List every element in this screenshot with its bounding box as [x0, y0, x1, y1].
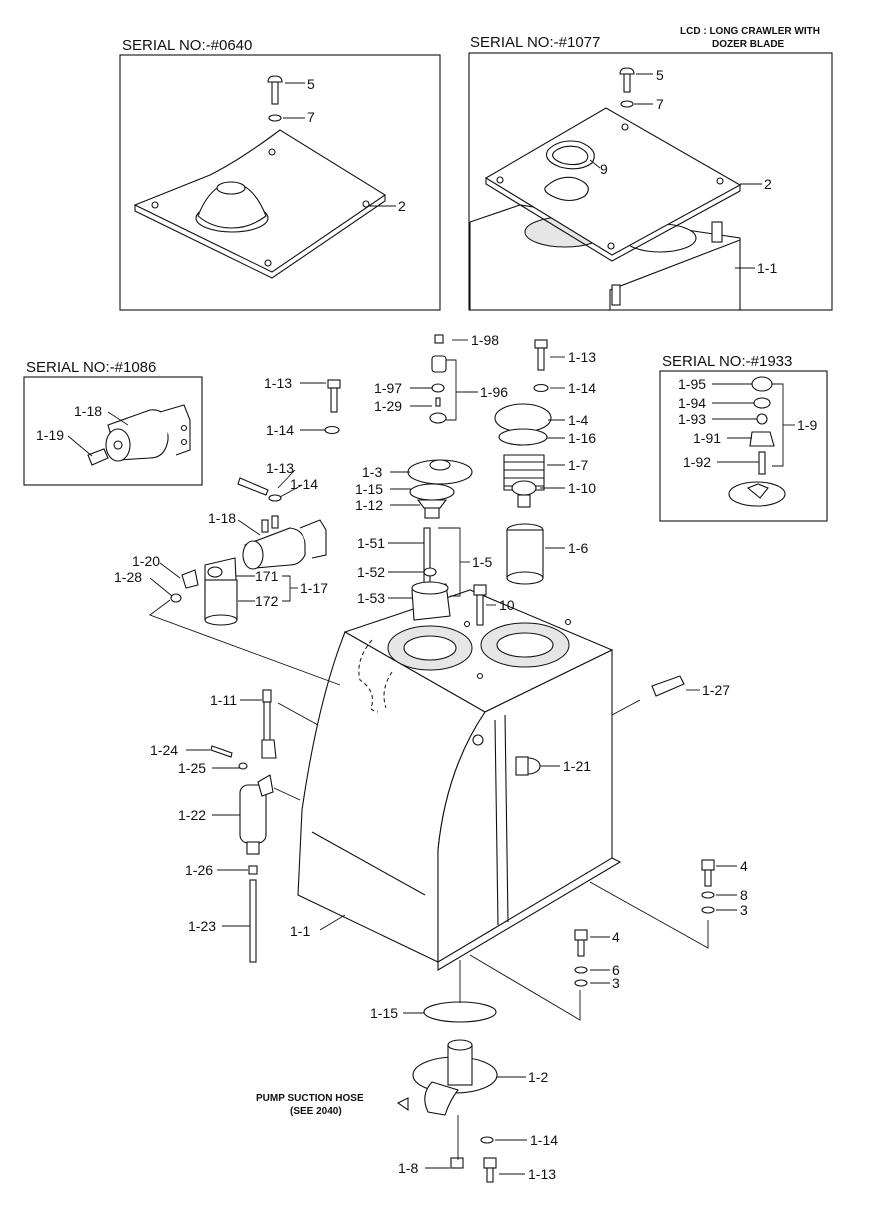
label-5-a: 5 — [307, 76, 315, 92]
label-6: 6 — [612, 962, 620, 978]
label-1-13-b: 1-13 — [568, 349, 596, 365]
label-1-13-d: 1-13 — [528, 1166, 556, 1182]
label-2-a: 2 — [398, 198, 406, 214]
label-1-95: 1-95 — [678, 376, 706, 392]
panel-frame-1933 — [659, 370, 828, 522]
label-1-6: 1-6 — [568, 540, 588, 556]
return-filter-assembly — [473, 339, 552, 626]
panel-frame-1086 — [23, 376, 203, 486]
panel-frame-1077 — [468, 52, 833, 311]
hydraulic-tank — [297, 589, 622, 971]
label-3-a: 3 — [740, 902, 748, 918]
label-1-25: 1-25 — [178, 760, 206, 776]
label-1-2: 1-2 — [528, 1069, 548, 1085]
label-1-14-b: 1-14 — [568, 380, 596, 396]
label-1-24: 1-24 — [150, 742, 178, 758]
label-1-12: 1-12 — [355, 497, 383, 513]
label-1-27: 1-27 — [702, 682, 730, 698]
side-accessories — [170, 477, 327, 963]
panel-title-0640: SERIAL NO:-#0640 — [122, 37, 252, 54]
panel-serial-1933: SERIAL NO:-#1933 — [659, 353, 828, 522]
panel-serial-0640: SERIAL NO:-#0640 — [119, 37, 441, 311]
label-172: 172 — [255, 593, 279, 609]
label-4-a: 4 — [740, 858, 748, 874]
panel-serial-1086: SERIAL NO:-#1086 — [23, 359, 203, 486]
cover-plate — [133, 129, 387, 273]
label-1-11: 1-11 — [210, 692, 237, 708]
label-8: 8 — [740, 887, 748, 903]
right-parts — [515, 675, 715, 987]
label-1-93: 1-93 — [678, 411, 706, 427]
note-line-1: LCD : LONG CRAWLER WITH — [680, 26, 820, 37]
label-1-26: 1-26 — [185, 862, 213, 878]
label-1-28: 1-28 — [114, 569, 142, 585]
label-1-18-a: 1-18 — [74, 403, 102, 419]
label-1-14-d: 1-14 — [530, 1132, 558, 1148]
label-1-21: 1-21 — [563, 758, 591, 774]
label-1-29: 1-29 — [374, 398, 402, 414]
label-5-b: 5 — [656, 67, 664, 83]
label-7-b: 7 — [656, 96, 664, 112]
suction-assembly — [396, 1001, 498, 1183]
part-number-labels: 5 7 2 5 7 9 2 1-1 1-18 1-19 1-95 1-94 1-… — [36, 67, 817, 1182]
label-1-14-c: 1-14 — [290, 476, 318, 492]
label-1-14-a: 1-14 — [266, 422, 294, 438]
panel-title-1077: SERIAL NO:-#1077 — [470, 34, 600, 51]
leader-lines — [149, 339, 737, 1175]
label-1-53: 1-53 — [357, 590, 385, 606]
label-1-3: 1-3 — [362, 464, 382, 480]
strainer-assembly — [324, 334, 473, 621]
panel-title-1933: SERIAL NO:-#1933 — [662, 353, 792, 370]
label-1-94: 1-94 — [678, 395, 706, 411]
label-1-23: 1-23 — [188, 918, 216, 934]
label-1-15-b: 1-15 — [370, 1005, 398, 1021]
label-1-9: 1-9 — [797, 417, 817, 433]
label-9: 9 — [600, 161, 608, 177]
label-1-5: 1-5 — [472, 554, 492, 570]
label-3-b: 3 — [612, 975, 620, 991]
label-1-19: 1-19 — [36, 427, 64, 443]
label-1-96: 1-96 — [480, 384, 508, 400]
label-1-91: 1-91 — [693, 430, 721, 446]
label-1-16: 1-16 — [568, 430, 596, 446]
label-4-b: 4 — [612, 929, 620, 945]
label-2-b: 2 — [764, 176, 772, 192]
label-1-97: 1-97 — [374, 380, 402, 396]
label-1-7: 1-7 — [568, 457, 588, 473]
label-1-17: 1-17 — [300, 580, 328, 596]
label-1-52: 1-52 — [357, 564, 385, 580]
callout-line-1: PUMP SUCTION HOSE — [256, 1093, 364, 1104]
label-1-51: 1-51 — [357, 535, 385, 551]
label-1-20: 1-20 — [132, 553, 160, 569]
panel-frame-0640 — [119, 54, 441, 311]
label-10: 10 — [499, 597, 515, 613]
cover-plate-1077 — [484, 107, 742, 256]
panel-title-1086: SERIAL NO:-#1086 — [26, 359, 156, 376]
label-1-92: 1-92 — [683, 454, 711, 470]
label-1-22: 1-22 — [178, 807, 206, 823]
label-1-18-b: 1-18 — [208, 510, 236, 526]
label-1-10: 1-10 — [568, 480, 596, 496]
note-line-2: DOZER BLADE — [712, 39, 785, 50]
callout-line-2: (SEE 2040) — [290, 1106, 342, 1117]
label-1-13-c: 1-13 — [266, 460, 294, 476]
label-171: 171 — [255, 568, 279, 584]
label-1-13-a: 1-13 — [264, 375, 292, 391]
label-1-4: 1-4 — [568, 412, 588, 428]
label-1-1-a: 1-1 — [757, 260, 777, 276]
label-7-a: 7 — [307, 109, 315, 125]
label-1-98: 1-98 — [471, 332, 499, 348]
label-1-15-a: 1-15 — [355, 481, 383, 497]
panel-serial-1077: SERIAL NO:-#1077 — [468, 34, 833, 311]
label-1-8: 1-8 — [398, 1160, 418, 1176]
label-1-1-b: 1-1 — [290, 923, 310, 939]
